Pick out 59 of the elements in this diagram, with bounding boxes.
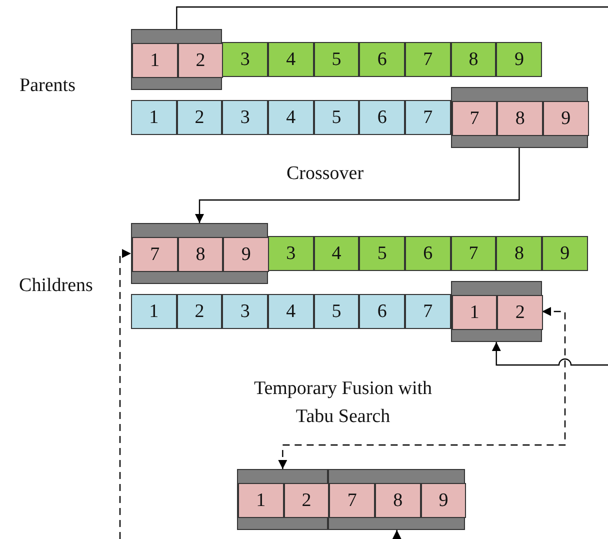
gene-cell: 6 [359,42,405,77]
gene-cell: 9 [543,101,589,136]
arrow [278,307,566,469]
gene-cell: 2 [497,295,543,330]
gene-cell: 3 [222,294,268,329]
arrow [392,530,402,539]
gene-cell: 2 [178,43,224,78]
gene-cell: 9 [542,236,588,271]
crossover-segment [450,281,542,342]
gene-cell: 6 [405,236,451,271]
gene-cell: 3 [222,100,268,135]
gene-cell: 2 [176,294,222,329]
gene-cell: 9 [420,483,466,518]
gene-cell: 7 [452,101,498,136]
gene-cell: 2 [284,483,330,518]
crossover-segment [131,223,268,284]
connector-line [176,6,608,29]
gene-cell: 9 [223,237,269,272]
gene-cell: 1 [131,100,177,135]
step-caption: Temporary Fusion with Tabu Search [252,377,434,429]
row-label: Crossover [285,162,365,186]
gene-cell: 5 [314,100,360,135]
gene-cell: 8 [374,483,421,518]
gene-cell: 8 [450,42,496,77]
gene-cell: 6 [359,294,405,329]
crossover-segment [328,469,466,530]
gene-cell: 1 [131,294,177,329]
gene-cell: 1 [452,295,498,330]
gene-cell: 8 [497,101,543,136]
gene-cell: 5 [314,42,360,77]
arrow [492,342,608,366]
gene-cell: 7 [405,100,451,135]
gene-cell: 7 [405,294,451,329]
gene-cell: 7 [329,483,375,518]
gene-cell: 4 [268,42,314,77]
gene-cell: 7 [132,237,178,272]
arrow [119,249,131,539]
gene-cell: 2 [176,100,222,135]
gene-cell: 3 [222,42,268,77]
row-label: Parents [18,74,76,98]
row-label: Childrens [18,274,94,298]
gene-cell: 8 [178,237,224,272]
gene-cell: 7 [405,42,451,77]
gene-cell: 7 [450,236,496,271]
gene-cell: 9 [496,42,542,77]
crossover-segment [237,469,328,530]
crossover-segment [450,87,588,148]
gene-cell: 4 [314,236,360,271]
gene-cell: 5 [359,236,405,271]
gene-cell: 6 [359,100,405,135]
gene-cell: 5 [314,294,360,329]
gene-cell: 1 [238,483,284,518]
gene-cell: 4 [268,294,314,329]
arrow [195,148,520,223]
gene-cell: 4 [268,100,314,135]
gene-cell: 8 [496,236,542,271]
gene-cell: 3 [268,236,314,271]
crossover-segment [131,29,222,90]
gene-cell: 1 [132,43,178,78]
